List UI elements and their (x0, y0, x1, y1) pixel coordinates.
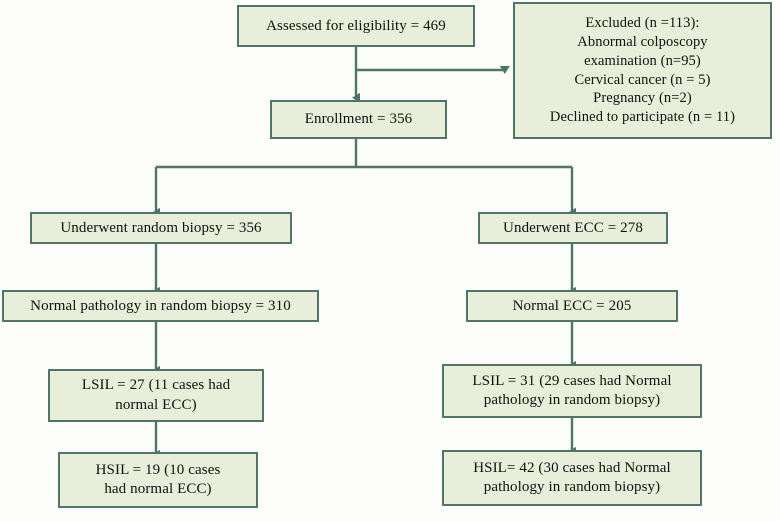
node-underwent-random-biopsy: Underwent random biopsy = 356 (30, 212, 292, 244)
node-normal-ecc: Normal ECC = 205 (466, 290, 678, 322)
node-underwent-ecc: Underwent ECC = 278 (478, 212, 668, 244)
node-lsil-left: LSIL = 27 (11 cases had normal ECC) (48, 369, 264, 422)
node-hsil-left: HSIL = 19 (10 cases had normal ECC) (58, 452, 258, 508)
node-lsil-right: LSIL = 31 (29 cases had Normal pathology… (442, 364, 702, 418)
node-assessed-for-eligibility: Assessed for eligibility = 469 (237, 5, 475, 47)
node-excluded: Excluded (n =113): Abnormal colposcopy e… (513, 2, 772, 139)
node-enrollment: Enrollment = 356 (270, 100, 447, 139)
node-normal-pathology-random-biopsy: Normal pathology in random biopsy = 310 (2, 290, 319, 322)
node-hsil-right: HSIL= 42 (30 cases had Normal pathology … (442, 450, 702, 506)
